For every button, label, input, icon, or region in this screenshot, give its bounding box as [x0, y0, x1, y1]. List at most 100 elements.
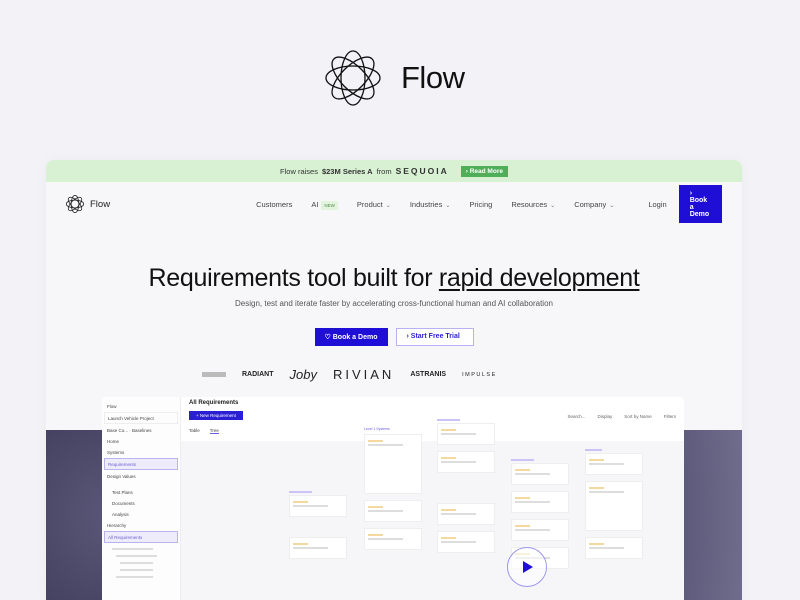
tree-node[interactable] — [511, 463, 569, 485]
new-badge: NEW — [321, 200, 338, 210]
search-input[interactable]: Search... — [567, 414, 586, 419]
nav-resources[interactable]: Resources⌄ — [511, 200, 555, 209]
tree-column: Level 1 Systems — [364, 427, 422, 556]
headline-emphasis: rapid development — [438, 264, 640, 292]
branch-row: Base Co... · Baselines — [107, 427, 152, 433]
column-header — [585, 449, 603, 451]
read-more-button[interactable]: › Read More — [460, 165, 508, 177]
baselines-select[interactable]: Baselines — [132, 427, 152, 433]
tree-node[interactable] — [585, 453, 643, 475]
display-button[interactable]: Display — [597, 414, 613, 419]
nav-brand-name: Flow — [90, 198, 111, 210]
nav-pricing[interactable]: Pricing — [469, 199, 493, 209]
filters-button[interactable]: Filters — [663, 414, 676, 419]
tree-column — [437, 417, 495, 559]
hero-brand: Flow — [401, 60, 465, 95]
branch-select[interactable]: Base Co... — [107, 427, 129, 433]
play-video-button[interactable] — [507, 547, 547, 587]
book-demo-button[interactable]: › Book a Demo — [678, 185, 722, 223]
nav-product[interactable]: Product⌄ — [357, 200, 391, 209]
sidebar-item-requirements[interactable]: Requirements — [104, 458, 178, 470]
sidebar-item-documents[interactable]: Documents — [112, 500, 135, 506]
chevron-down-icon: ⌄ — [385, 202, 391, 209]
tree-node[interactable] — [437, 451, 495, 473]
nav-brand[interactable]: Flow — [66, 195, 110, 213]
tree-item[interactable] — [116, 555, 157, 557]
headline: Requirements tool built for rapid develo… — [46, 264, 742, 293]
app-page-title: All Requirements — [189, 400, 239, 406]
sidebar-item-systems[interactable]: Systems — [107, 449, 125, 455]
tree-column — [289, 489, 347, 565]
hero-logo: Flow — [325, 50, 465, 106]
chevron-down-icon: ⌄ — [609, 202, 615, 209]
nav-resources-label: Resources — [511, 199, 548, 209]
sidebar-item-home[interactable]: Home — [107, 438, 120, 444]
tree-node[interactable] — [364, 500, 422, 522]
tree-item[interactable] — [120, 569, 154, 571]
app-screenshot: Flow Launch Vehicle Project Base Co... ·… — [102, 397, 684, 600]
app-sidebar: Flow Launch Vehicle Project Base Co... ·… — [102, 397, 181, 600]
sidebar-item-analysis[interactable]: Analysis — [112, 511, 129, 517]
rivian-logo: RIVIAN — [332, 367, 395, 382]
nav-industries-label: Industries — [409, 199, 443, 209]
start-free-trial-button[interactable]: › Start Free Trial — [395, 328, 474, 346]
column-header — [511, 459, 535, 461]
chevron-down-icon: ⌄ — [550, 202, 556, 209]
flow-logo-icon — [325, 50, 381, 106]
tab-tree[interactable]: Tree — [209, 428, 219, 434]
tree-item[interactable] — [112, 548, 153, 550]
customer-logo-placeholder — [202, 372, 226, 377]
subheadline: Design, test and iterate faster by accel… — [235, 299, 553, 308]
tree-column — [585, 447, 643, 565]
nav-company-label: Company — [574, 199, 607, 209]
tree-node[interactable] — [364, 434, 422, 494]
tab-table[interactable]: Table — [189, 428, 200, 433]
banner-text: Flow raises — [280, 166, 318, 176]
tree-node[interactable] — [437, 423, 495, 445]
nav-industries[interactable]: Industries⌄ — [410, 200, 451, 209]
joby-logo: Joby — [289, 367, 317, 382]
headline-text: Requirements tool built for — [148, 264, 439, 292]
project-select[interactable]: Launch Vehicle Project — [104, 412, 178, 424]
app-main: All Requirements + New Requirement Table… — [181, 397, 684, 600]
tree-node[interactable] — [511, 491, 569, 513]
nav-company[interactable]: Company⌄ — [574, 200, 614, 209]
nav-ai-label: AI — [311, 199, 319, 209]
cta-label: Book a Demo — [332, 334, 378, 341]
banner-from: from — [376, 166, 392, 176]
sidebar-item-design-values[interactable]: Design Values — [107, 473, 136, 479]
book-demo-primary-button[interactable]: ♡ Book a Demo — [314, 328, 388, 346]
website-preview: Flow raises $23M Series A from SEQUOIA ›… — [46, 160, 742, 600]
radiant-logo: RADIANT — [242, 371, 274, 378]
tree-node[interactable] — [289, 537, 347, 559]
chevron-down-icon: ⌄ — [445, 202, 451, 209]
sidebar-item-test-plans[interactable]: Test Plans — [112, 489, 133, 495]
tree-item[interactable] — [120, 562, 154, 564]
sort-button[interactable]: Sort by Name — [624, 414, 652, 419]
sequoia-logo: SEQUOIA — [395, 166, 449, 176]
login-link[interactable]: Login — [648, 199, 667, 209]
nav-product-label: Product — [356, 199, 383, 209]
tree-node[interactable] — [585, 537, 643, 559]
tree-node[interactable] — [585, 481, 643, 531]
tree-node[interactable] — [511, 519, 569, 541]
customer-logos: RADIANT Joby RIVIAN ASTRANIS IMPULSE — [202, 367, 497, 382]
hierarchy-select[interactable]: Hierarchy — [107, 522, 127, 528]
nav-customers[interactable]: Customers — [256, 199, 293, 209]
tree-node[interactable] — [437, 531, 495, 553]
astranis-logo: ASTRANIS — [410, 371, 447, 378]
cta-label: Start Free Trial — [410, 333, 460, 340]
tree-node[interactable] — [437, 503, 495, 525]
tree-node[interactable] — [364, 528, 422, 550]
new-requirement-button[interactable]: + New Requirement — [189, 411, 243, 420]
tree-item-all-requirements[interactable]: All Requirements — [104, 531, 178, 543]
column-header — [437, 419, 461, 421]
play-icon — [523, 561, 533, 573]
banner-amount: $23M Series A — [321, 166, 373, 176]
tree-node[interactable] — [289, 495, 347, 517]
impulse-logo: IMPULSE — [462, 371, 497, 378]
tree-item[interactable] — [116, 576, 153, 578]
column-header: Level 1 Systems — [364, 427, 390, 431]
